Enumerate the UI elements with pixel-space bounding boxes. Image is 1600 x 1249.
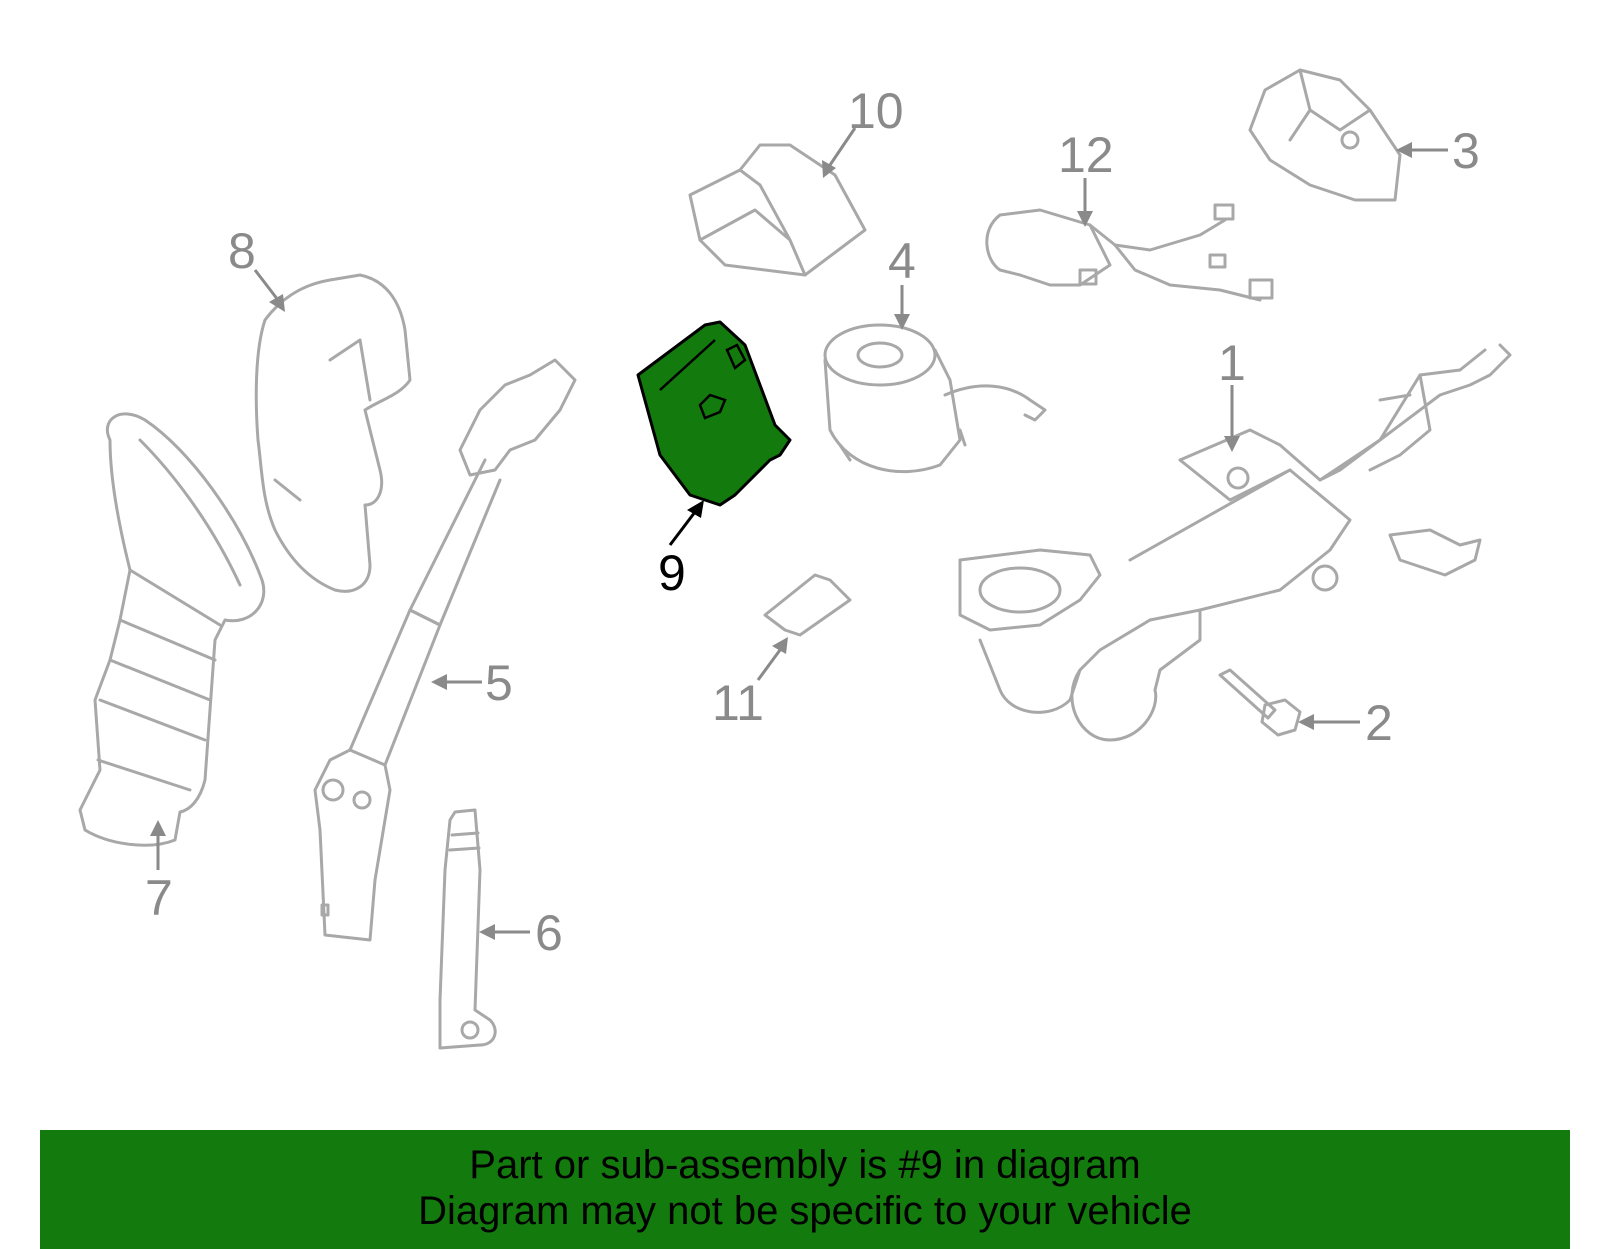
part-7-boot[interactable]	[78, 412, 266, 847]
part-11-shim[interactable]	[763, 573, 852, 637]
part-1-steering-column[interactable]	[958, 343, 1512, 742]
part-10-cover[interactable]	[688, 143, 867, 277]
callout-11: 11	[712, 675, 764, 731]
part-9-module-highlighted[interactable]	[636, 320, 792, 507]
part-2-bolt[interactable]	[1218, 668, 1302, 737]
part-12-wire-harness[interactable]	[985, 203, 1274, 302]
callout-8: 8	[228, 223, 256, 279]
callout-3: 3	[1452, 123, 1480, 179]
callout-10: 10	[848, 83, 904, 139]
banner-line-1: Part or sub-assembly is #9 in diagram	[469, 1143, 1141, 1187]
part-5-intermediate-shaft[interactable]	[313, 358, 577, 942]
callout-6: 6	[535, 905, 563, 961]
part-8-cover[interactable]	[254, 273, 412, 593]
banner-line-2: Diagram may not be specific to your vehi…	[418, 1189, 1192, 1233]
callout-9: 9	[658, 545, 686, 601]
leader-arrows	[150, 127, 1448, 940]
callout-5: 5	[485, 655, 513, 711]
parts-diagram: 1 2 3 4 5 6 7 8 9 10 11 12	[78, 68, 1512, 1050]
callout-4: 4	[888, 233, 916, 289]
part-6-shaft[interactable]	[438, 808, 497, 1050]
part-3-bracket[interactable]	[1248, 68, 1402, 202]
callout-7: 7	[145, 870, 173, 926]
callout-2: 2	[1365, 695, 1393, 751]
info-banner: Part or sub-assembly is #9 in diagram Di…	[40, 1130, 1570, 1249]
callout-12: 12	[1058, 127, 1114, 183]
callout-1: 1	[1218, 335, 1246, 391]
part-4-motor[interactable]	[823, 323, 1047, 473]
